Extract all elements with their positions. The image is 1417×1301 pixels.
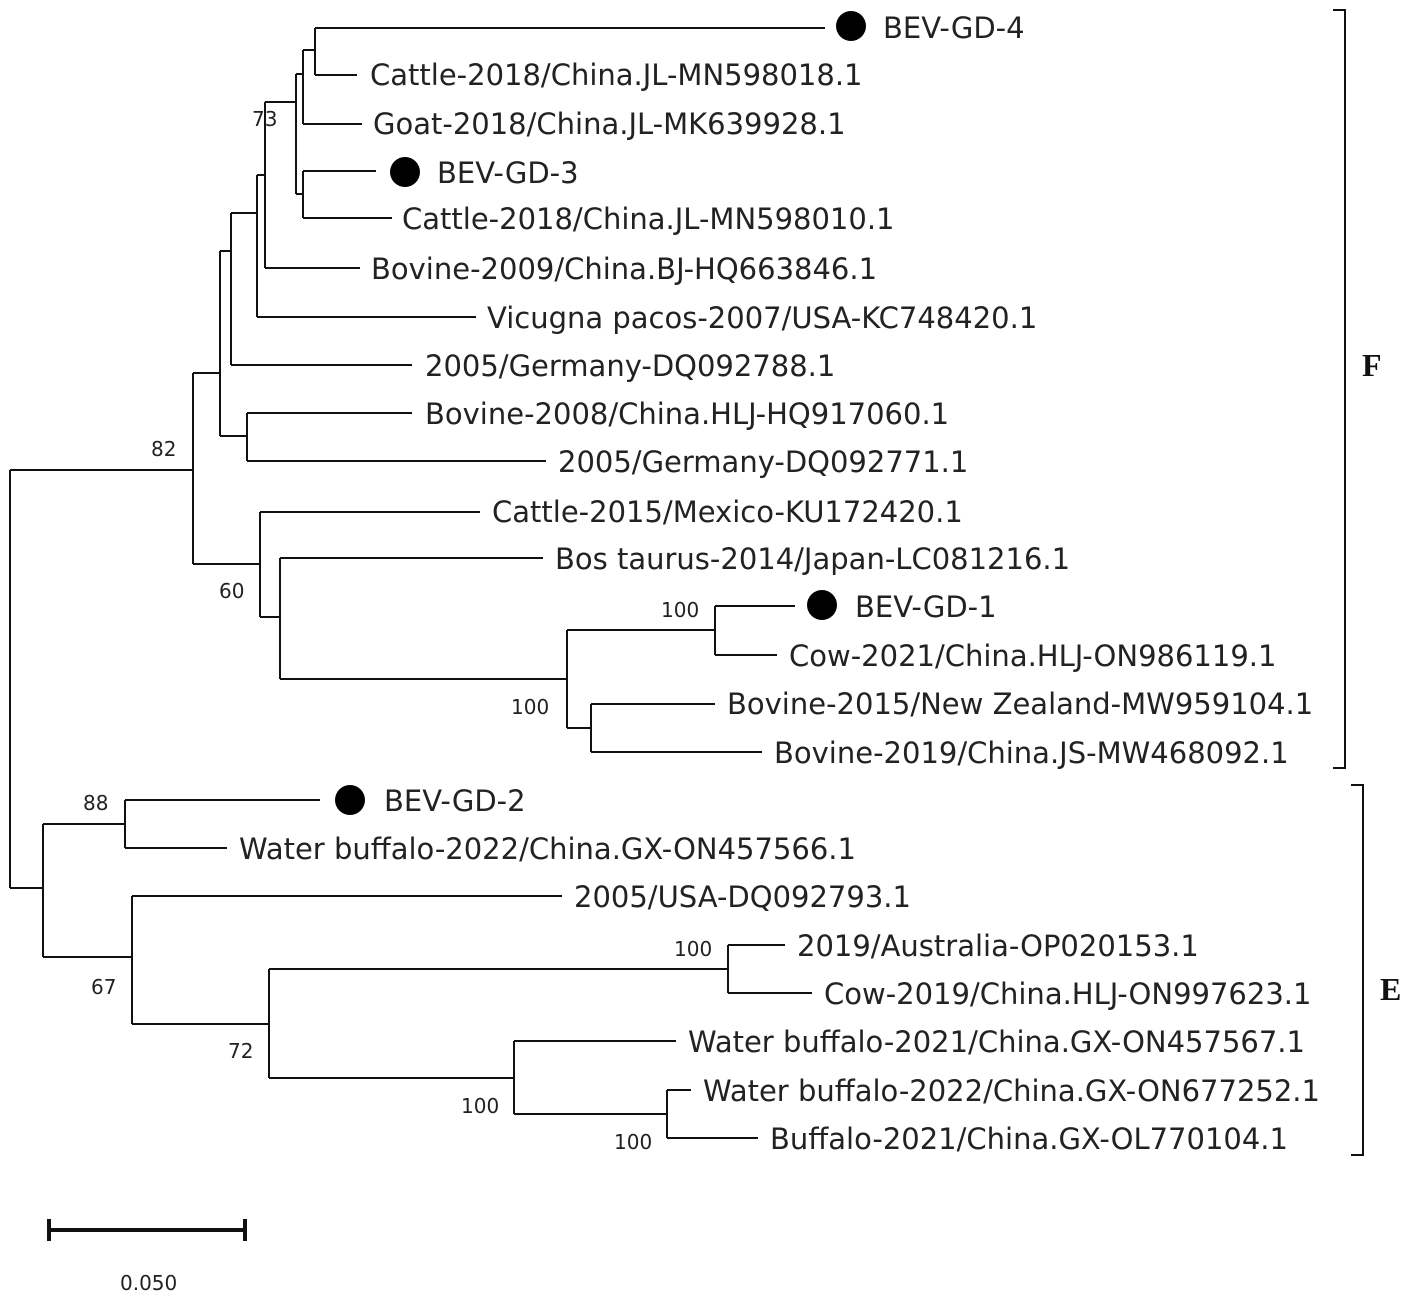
taxon-label: BEV-GD-2 — [384, 784, 526, 818]
bootstrap-value: 73 — [252, 107, 277, 131]
taxon-label: Water buffalo-2022/China.GX-ON677252.1 — [703, 1074, 1320, 1108]
taxon-label: BEV-GD-4 — [883, 11, 1025, 45]
taxon-label: Vicugna pacos-2007/USA-KC748420.1 — [487, 301, 1037, 335]
clade-f: F — [1333, 9, 1382, 769]
bev-gd-3-marker — [390, 157, 420, 187]
taxon-label: Bovine-2009/China.BJ-HQ663846.1 — [371, 252, 877, 286]
scale-bar-line — [47, 1219, 247, 1241]
taxon-label: 2005/Germany-DQ092771.1 — [558, 445, 968, 479]
bev-gd-2-marker — [335, 785, 365, 815]
clade-e: E — [1351, 784, 1401, 1156]
taxon-label: Water buffalo-2022/China.GX-ON457566.1 — [239, 832, 856, 866]
taxon-labels: BEV-GD-4 Cattle-2018/China.JL-MN598018.1… — [239, 11, 1320, 1156]
taxon-label: Water buffalo-2021/China.GX-ON457567.1 — [688, 1025, 1305, 1059]
tree-branches — [9, 27, 825, 1139]
bootstrap-value: 100 — [661, 598, 699, 622]
taxon-label: Cattle-2015/Mexico-KU172420.1 — [492, 495, 963, 529]
taxon-label: 2019/Australia-OP020153.1 — [797, 929, 1199, 963]
taxon-label: Cow-2021/China.HLJ-ON986119.1 — [789, 639, 1276, 673]
bev-gd-4-marker — [836, 11, 866, 41]
taxon-label: Cow-2019/China.HLJ-ON997623.1 — [824, 977, 1311, 1011]
taxon-label: 2005/Germany-DQ092788.1 — [425, 349, 835, 383]
clade-f-label: F — [1362, 347, 1382, 383]
bootstrap-value: 100 — [614, 1130, 652, 1154]
taxon-label: Goat-2018/China.JL-MK639928.1 — [373, 107, 846, 141]
bootstrap-values: 73 82 60 100 100 88 67 100 72 100 100 — [83, 107, 712, 1154]
taxon-label: 2005/USA-DQ092793.1 — [574, 880, 911, 914]
bootstrap-value: 100 — [674, 937, 712, 961]
clade-e-label: E — [1380, 971, 1401, 1007]
bootstrap-value: 88 — [83, 791, 108, 815]
taxon-label: Bovine-2019/China.JS-MW468092.1 — [774, 736, 1289, 770]
taxon-label: Bovine-2008/China.HLJ-HQ917060.1 — [425, 397, 949, 431]
taxon-label: Cattle-2018/China.JL-MN598010.1 — [402, 202, 895, 236]
isolate-markers — [335, 11, 866, 815]
bootstrap-value: 67 — [91, 975, 116, 999]
bootstrap-value: 72 — [228, 1039, 253, 1063]
taxon-label: Cattle-2018/China.JL-MN598018.1 — [370, 58, 863, 92]
taxon-label: Buffalo-2021/China.GX-OL770104.1 — [770, 1122, 1288, 1156]
scale-bar: 0.050 — [47, 1219, 247, 1295]
clade-e-bracket — [1351, 784, 1364, 1156]
bootstrap-value: 100 — [461, 1094, 499, 1118]
bootstrap-value: 100 — [511, 695, 549, 719]
taxon-label: Bos taurus-2014/Japan-LC081216.1 — [555, 542, 1070, 576]
taxon-label: Bovine-2015/New Zealand-MW959104.1 — [727, 687, 1313, 721]
scale-bar-label: 0.050 — [120, 1271, 177, 1295]
bootstrap-value: 60 — [219, 579, 244, 603]
bev-gd-1-marker — [807, 590, 837, 620]
clade-f-bracket — [1333, 9, 1346, 769]
taxon-label: BEV-GD-1 — [855, 590, 997, 624]
bootstrap-value: 82 — [151, 437, 176, 461]
taxon-label: BEV-GD-3 — [437, 156, 579, 190]
